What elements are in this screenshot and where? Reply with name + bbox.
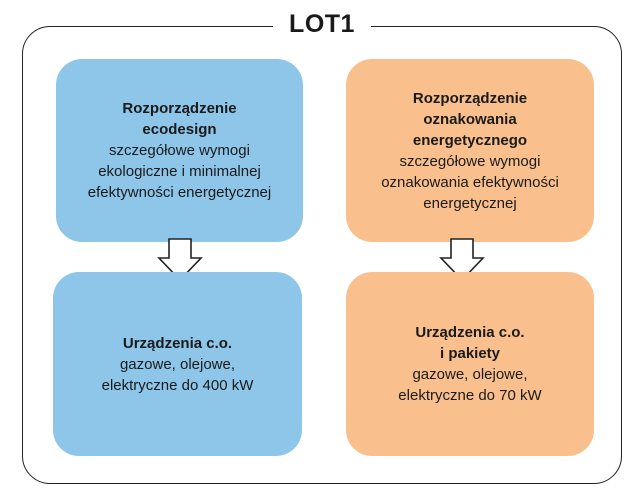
ecodesign-regulation-box: Rozporządzenie ecodesign szczegółowe wym… — [56, 59, 303, 242]
heating-devices-400kw-box: Urządzenia c.o. gazowe, olejowe, elektry… — [53, 272, 302, 456]
down-arrow-icon — [439, 238, 485, 282]
heating-400kw-body-line1: gazowe, olejowe, — [119, 355, 236, 373]
heating-70kw-heading-line2: i pakiety — [439, 345, 501, 362]
ecodesign-body-line1: szczegółowe wymogi — [109, 142, 250, 159]
ecodesign-heading-line1: Rozporządzenie — [122, 100, 237, 117]
labelling-heading-line3: energetycznego — [412, 131, 528, 149]
ecodesign-body-line2: ekologiczne i minimalnej — [98, 163, 261, 180]
energy-labelling-regulation-box: Rozporządzenie oznakowania energetyczneg… — [346, 59, 594, 242]
labelling-body-line2: oznakowania efektywności — [381, 173, 559, 191]
lot-title-container: LOT1 — [0, 6, 644, 42]
heating-400kw-heading: Urządzenia c.o. — [122, 334, 233, 352]
lot-title: LOT1 — [273, 6, 371, 42]
labelling-heading-line2: oznakowania — [423, 110, 517, 128]
heating-70kw-body-line2: elektryczne do 70 kW — [398, 387, 542, 404]
down-arrow-icon — [157, 238, 203, 282]
ecodesign-body-line3: efektywności energetycznej — [87, 184, 272, 201]
labelling-heading-line1: Rozporządzenie — [412, 89, 528, 107]
heating-70kw-heading-line1: Urządzenia c.o. — [415, 324, 525, 341]
labelling-body-line3: energetycznej — [423, 194, 517, 212]
heating-400kw-body-line2: elektryczne do 400 kW — [101, 376, 254, 394]
labelling-body-line1: szczegółowe wymogi — [399, 152, 541, 170]
heating-devices-70kw-box: Urządzenia c.o. i pakiety gazowe, olejow… — [346, 272, 594, 456]
ecodesign-heading-line2: ecodesign — [142, 121, 217, 138]
heating-70kw-body-line1: gazowe, olejowe, — [412, 366, 528, 383]
